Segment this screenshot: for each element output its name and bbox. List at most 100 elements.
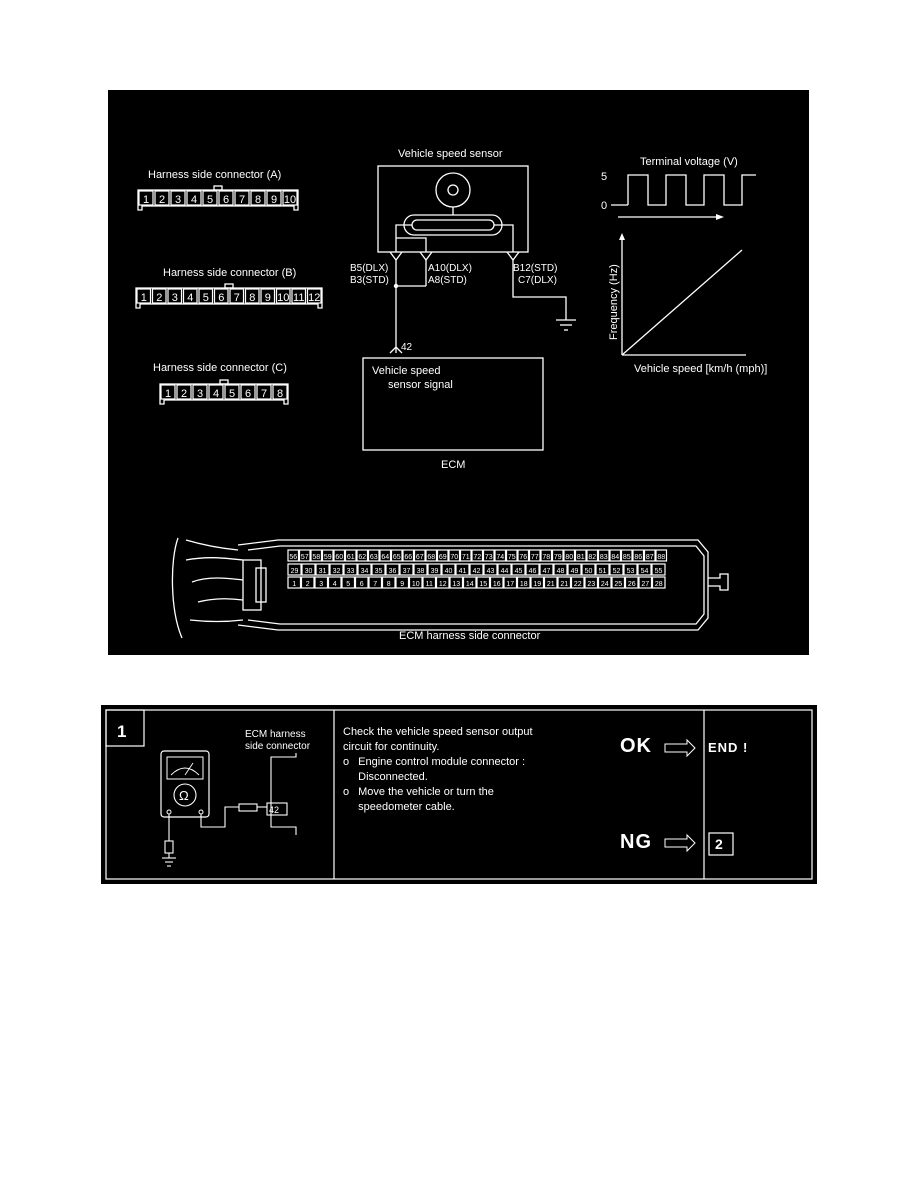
connector-pin-label: 3 <box>172 292 178 304</box>
bullet-1-line-2: Disconnected. <box>358 771 428 783</box>
connector-pin-label: 4 <box>191 194 197 206</box>
connector-pin-cell <box>192 384 208 400</box>
ecm-pin-label: 31 <box>319 568 327 575</box>
connector-pin-cell <box>160 384 176 400</box>
ng-result: 2 <box>715 836 724 852</box>
connector-pin-cell <box>306 288 322 304</box>
ecm-box <box>362 357 544 451</box>
ecm-pin-cell <box>329 563 344 576</box>
ecm-pin-label: 81 <box>577 554 585 561</box>
ecm-pin-cell <box>482 549 495 562</box>
ecm-pin-label: 8 <box>387 581 391 588</box>
ecm-pin-cell <box>390 549 403 562</box>
ecm-pin-cell <box>597 549 610 562</box>
ecm-pin-label: 72 <box>473 554 481 561</box>
ecm-pin-cell <box>379 549 392 562</box>
ecm-connector-hand <box>171 537 244 639</box>
probe-icon <box>238 803 258 812</box>
step-connector-label-1: ECM harness <box>245 729 306 740</box>
ecm-pin-cell <box>551 549 564 562</box>
ecm-pin-cell <box>422 576 437 589</box>
ecm-pin-label: 88 <box>657 554 665 561</box>
instruction-line-2: circuit for continuity. <box>343 741 440 753</box>
ok-result: END ! <box>708 740 749 755</box>
connector-pin-label: 2 <box>156 292 162 304</box>
ecm-pin-cell <box>448 549 461 562</box>
bullet-item-1: o Engine control module connector : Disc… <box>343 755 533 785</box>
connector-pin-cell <box>186 190 202 206</box>
probe-pin-label: 42 <box>269 805 279 815</box>
connector-pin-cell <box>244 288 260 304</box>
connector-pin-label: 11 <box>293 292 304 304</box>
ecm-pin-label: 77 <box>531 554 539 561</box>
connector-pin-cell <box>256 384 272 400</box>
ecm-pin-cell <box>399 563 414 576</box>
ecm-pin-cell <box>441 563 456 576</box>
ecm-pin-cell <box>530 576 545 589</box>
ecm-pin-cell <box>483 563 498 576</box>
connector-pin-label: 2 <box>159 194 165 206</box>
ecm-pin-cell <box>597 576 612 589</box>
ecm-pin-cell <box>643 549 656 562</box>
connector-pin-cell <box>208 384 224 400</box>
ecm-pin-cell <box>517 549 530 562</box>
step-number-box <box>105 709 145 747</box>
ecm-pin-cell <box>609 563 624 576</box>
ecm-pin-cell <box>287 576 302 589</box>
bullet-mark: o <box>343 756 350 768</box>
ecm-pin-label: 27 <box>641 581 649 588</box>
speed-axis-label: Vehicle speed [km/h (mph)] <box>634 363 767 375</box>
ecm-pin-cell <box>427 563 442 576</box>
ecm-pin-cell <box>494 549 507 562</box>
ecm-pin-cell <box>449 576 464 589</box>
ecm-pin-label: 11 <box>426 581 433 588</box>
connector-pin-label: 1 <box>141 292 147 304</box>
connector-pin-label: 7 <box>261 388 267 400</box>
ecm-pin-label: 37 <box>403 568 411 575</box>
ecm-pin-label: 43 <box>487 568 495 575</box>
connector-pin-cell <box>224 384 240 400</box>
ecm-pin-cell <box>651 563 666 576</box>
ecm-pin-label: 30 <box>305 568 313 575</box>
ecm-box-line-2: sensor signal <box>388 379 453 391</box>
step-connector-label-2: side connector <box>245 741 311 752</box>
ecm-pin-label: 5 <box>346 581 350 588</box>
frequency-trend-line <box>621 249 743 356</box>
ohmmeter-icon <box>160 750 210 818</box>
ecm-pin-cell <box>357 563 372 576</box>
step-instructions: Check the vehicle speed sensor output ci… <box>343 725 533 815</box>
sensor-left-terminal-2: B3(STD) <box>350 275 389 286</box>
connector-pin-cell <box>240 384 256 400</box>
ecm-pin-cell <box>595 563 610 576</box>
connector-b-label: Harness side connector (B) <box>163 267 296 279</box>
bullet-2-line-1: Move the vehicle or turn the <box>358 786 494 798</box>
ecm-pin-label: 10 <box>412 581 420 588</box>
ecm-pin-cell <box>567 563 582 576</box>
ecm-pin-label: 49 <box>571 568 579 575</box>
ecm-pin-cell <box>638 576 653 589</box>
connector-pin-cell <box>202 190 218 206</box>
ecm-pin-label: 53 <box>627 568 635 575</box>
ecm-pin-label: 82 <box>588 554 596 561</box>
ecm-pin-cell <box>563 549 576 562</box>
sensor-right-terminal-1: B12(STD) <box>513 263 557 274</box>
ecm-pin-label: 14 <box>466 581 474 588</box>
ecm-pin-label: 75 <box>508 554 516 561</box>
ohm-symbol: Ω <box>179 788 189 803</box>
time-arrow-icon <box>716 214 724 220</box>
ecm-pin-label: 19 <box>533 581 541 588</box>
connector-pin-cell <box>136 288 152 304</box>
ecm-pin-label: 36 <box>389 568 397 575</box>
connector-pin-label: 12 <box>308 292 320 304</box>
ground-icon <box>162 857 176 867</box>
ecm-pin-cell <box>395 576 410 589</box>
ecm-pin-cell <box>354 576 369 589</box>
ecm-pin-label: 68 <box>427 554 435 561</box>
ecm-pin-label: 69 <box>439 554 447 561</box>
ecm-pin-label: 29 <box>291 568 299 575</box>
ecm-pin-cell <box>300 576 315 589</box>
ecm-pin-cell <box>528 549 541 562</box>
ecm-pin-cell <box>459 549 472 562</box>
connector-pin-label: 6 <box>218 292 224 304</box>
ecm-pin-label: 17 <box>506 581 514 588</box>
